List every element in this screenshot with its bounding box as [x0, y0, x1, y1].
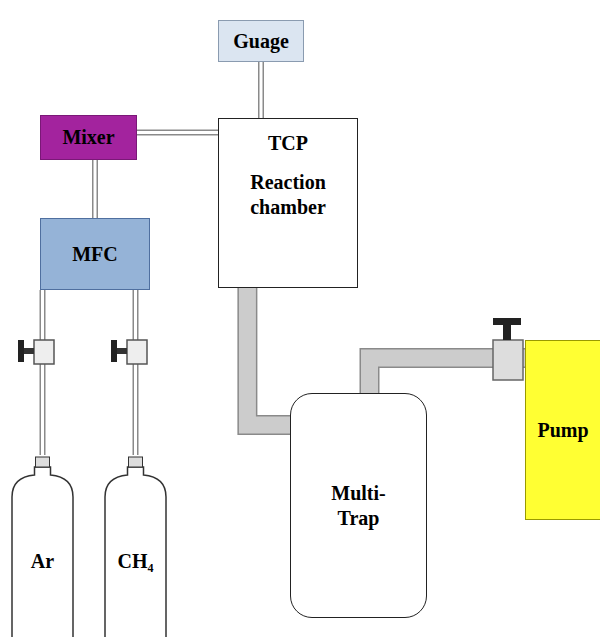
- pump-valve: [493, 318, 523, 380]
- gas-line: [261, 62, 262, 118]
- mixer-box: Mixer: [40, 115, 137, 160]
- gas-cylinder: CH₄: [103, 455, 168, 637]
- node-label: TCP: [268, 131, 308, 156]
- pump-box: Pump: [525, 340, 600, 520]
- mfc-box: MFC: [40, 218, 150, 290]
- cylinder-outline: [103, 455, 168, 637]
- gas-cylinder: Ar: [10, 455, 75, 637]
- node-label: Mixer: [62, 125, 114, 150]
- node-label: Ar: [31, 549, 54, 574]
- gas-line: [135, 290, 136, 455]
- node-label: Guage: [233, 29, 289, 54]
- node-label: MFC: [72, 242, 118, 267]
- vacuum-pipe: [247, 288, 290, 425]
- trap-vessel: Multi-Trap: [290, 393, 427, 618]
- node-label: Multi-Trap: [319, 481, 399, 531]
- gas-valve: [111, 340, 147, 364]
- gauge-box: Guage: [218, 20, 304, 62]
- node-label: Reaction chamber: [227, 170, 349, 220]
- gas-line: [42, 290, 43, 455]
- reaction-chamber: TCP Reaction chamber: [218, 118, 358, 288]
- cylinder-outline: [10, 455, 75, 637]
- gas-line: [95, 160, 96, 218]
- node-label: Pump: [537, 418, 588, 443]
- node-label: CH₄: [118, 549, 154, 574]
- gas-line: [137, 132, 218, 133]
- gas-valve: [18, 340, 54, 364]
